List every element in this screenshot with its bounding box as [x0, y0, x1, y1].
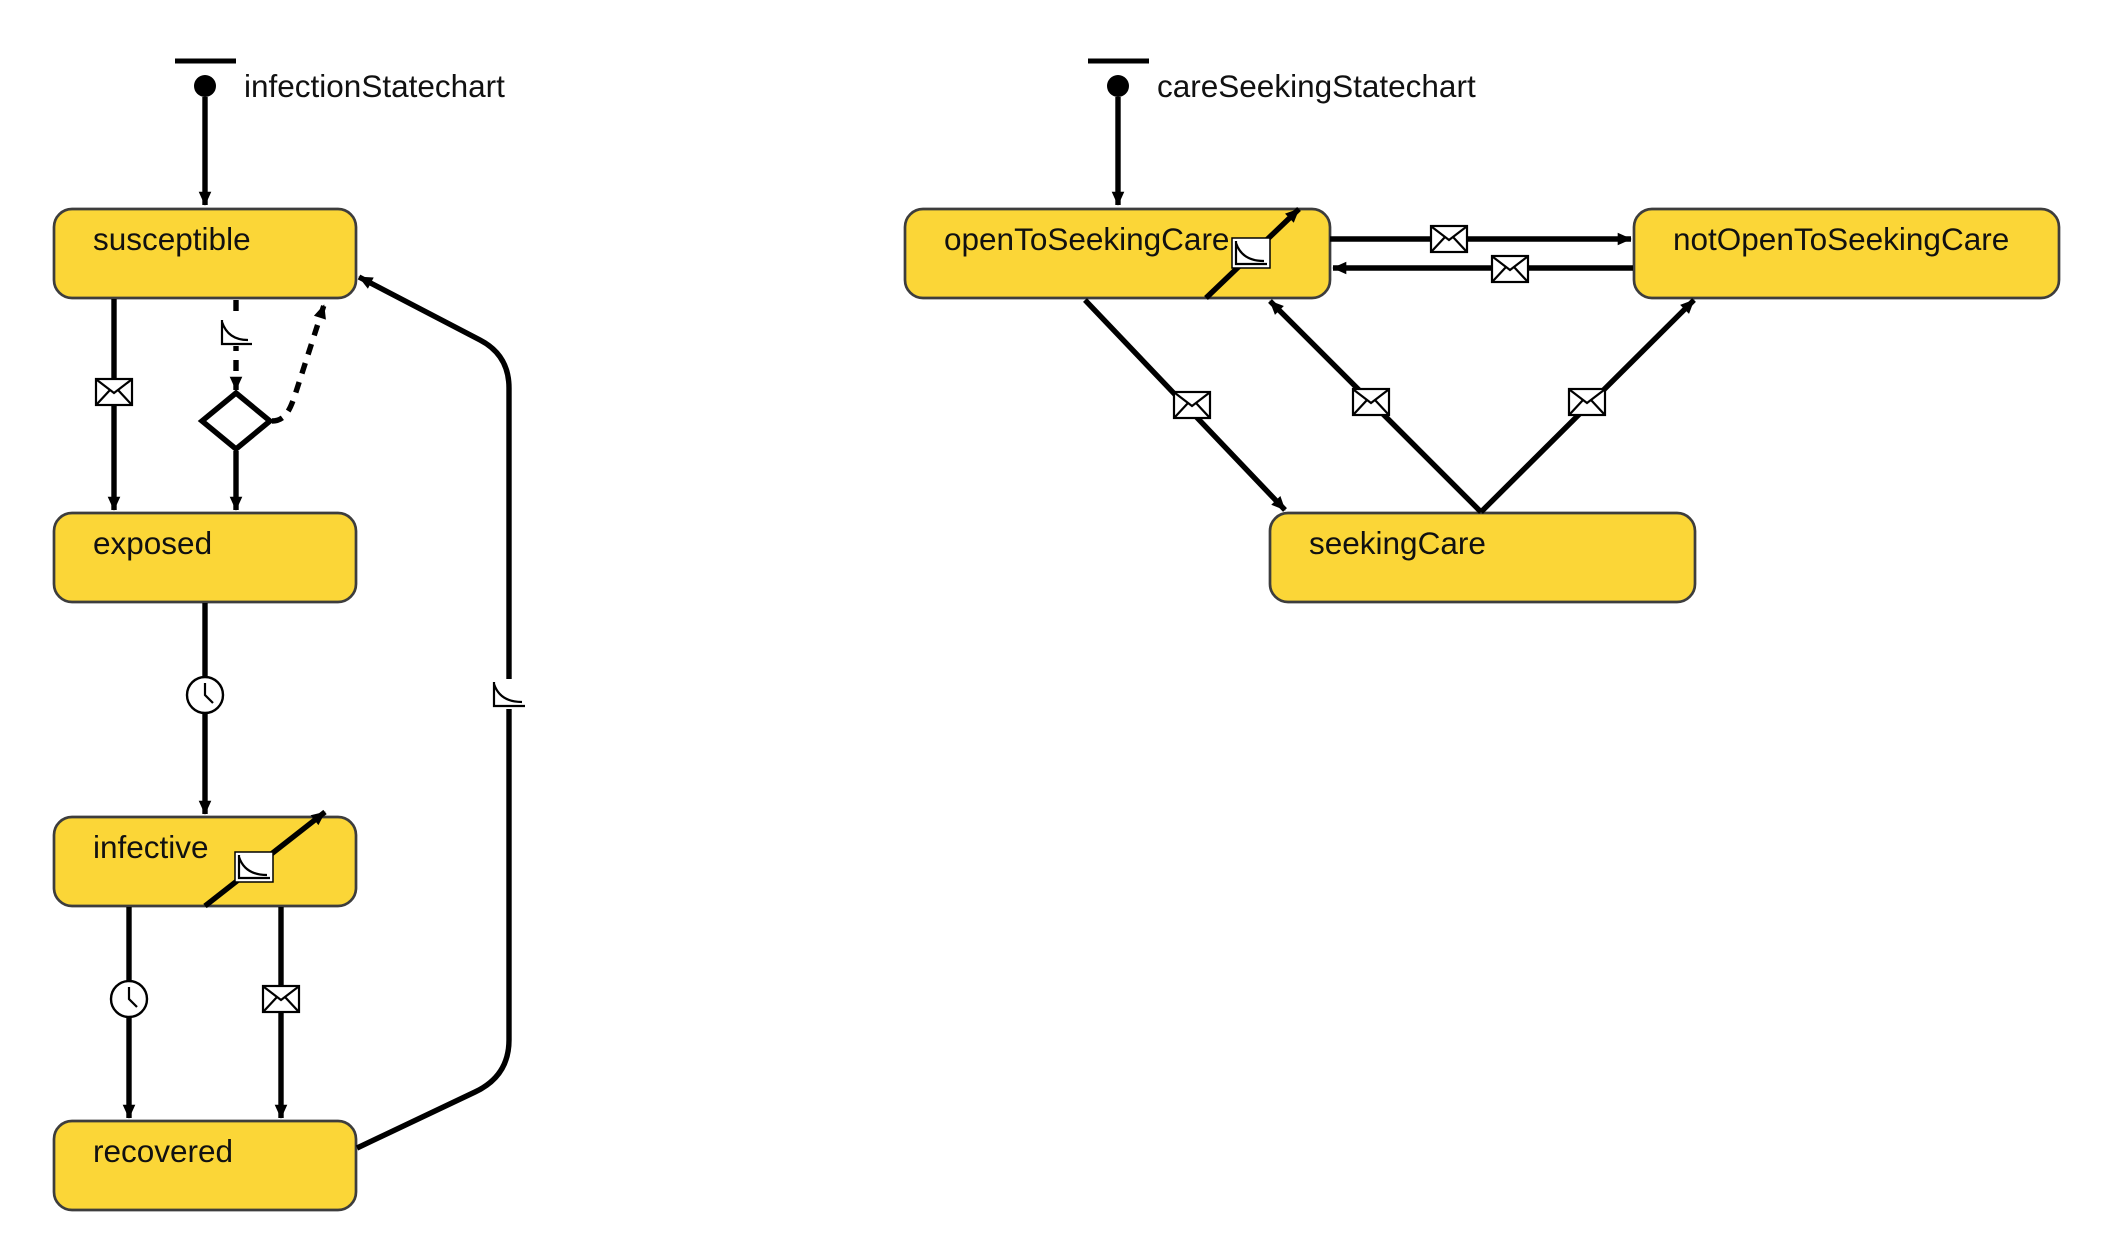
infection-statechart: infectionStatechart susceptible exposed … [52, 58, 528, 1212]
state-label: susceptible [93, 221, 251, 257]
branch-diamond[interactable] [197, 389, 275, 453]
message-icon [1351, 387, 1391, 417]
rate-icon [234, 851, 274, 883]
state-label: notOpenToSeekingCare [1673, 221, 2009, 257]
transition-infective-recovered-message[interactable] [261, 907, 301, 1119]
state-not-open-to-seeking-care[interactable]: notOpenToSeekingCare [1632, 207, 2061, 300]
message-icon [1490, 254, 1530, 284]
message-icon [1429, 224, 1469, 254]
initial-dot-care [1107, 75, 1129, 97]
infection-statechart-title: infectionStatechart [244, 68, 505, 104]
transition-notopen-to-open[interactable] [1332, 254, 1633, 284]
transition-seeking-to-open[interactable] [1268, 299, 1483, 514]
state-label: infective [93, 829, 209, 865]
care-seeking-statechart: careSeekingStatechart openToSeekingCare … [903, 58, 2061, 604]
state-label: exposed [93, 525, 212, 561]
state-label: openToSeekingCare [944, 221, 1229, 257]
timeout-icon [185, 675, 225, 715]
state-infective[interactable]: infective [52, 815, 358, 908]
transition-branch-susceptible[interactable] [271, 304, 327, 424]
message-icon [1567, 387, 1607, 417]
transition-recovered-susceptible[interactable] [355, 274, 528, 1151]
transition-open-to-seeking[interactable] [1083, 298, 1287, 512]
transition-infective-internal[interactable] [203, 809, 327, 909]
transition-susceptible-branch[interactable] [218, 300, 254, 391]
state-label: seekingCare [1309, 525, 1486, 561]
timeout-icon [109, 979, 149, 1019]
message-icon [94, 377, 134, 407]
state-susceptible[interactable]: susceptible [52, 207, 358, 300]
care-seeking-statechart-title: careSeekingStatechart [1157, 68, 1476, 104]
transition-infective-recovered-timeout[interactable] [109, 907, 149, 1119]
transition-open-internal[interactable] [1204, 207, 1301, 300]
state-label: recovered [93, 1133, 233, 1169]
state-recovered[interactable]: recovered [52, 1119, 358, 1212]
message-icon [1172, 390, 1212, 420]
rate-icon [1231, 237, 1271, 269]
message-icon [261, 984, 301, 1014]
rate-icon [490, 679, 528, 709]
state-seeking-care[interactable]: seekingCare [1268, 511, 1697, 604]
state-open-to-seeking-care[interactable]: openToSeekingCare [903, 207, 1332, 300]
transition-seeking-to-notopen[interactable] [1479, 298, 1696, 514]
state-exposed[interactable]: exposed [52, 511, 358, 604]
transition-open-to-notopen[interactable] [1330, 224, 1632, 254]
transition-exposed-infective[interactable] [185, 603, 225, 815]
rate-icon [218, 318, 254, 346]
initial-dot-infection [194, 75, 216, 97]
transition-susceptible-exposed[interactable] [94, 299, 134, 511]
